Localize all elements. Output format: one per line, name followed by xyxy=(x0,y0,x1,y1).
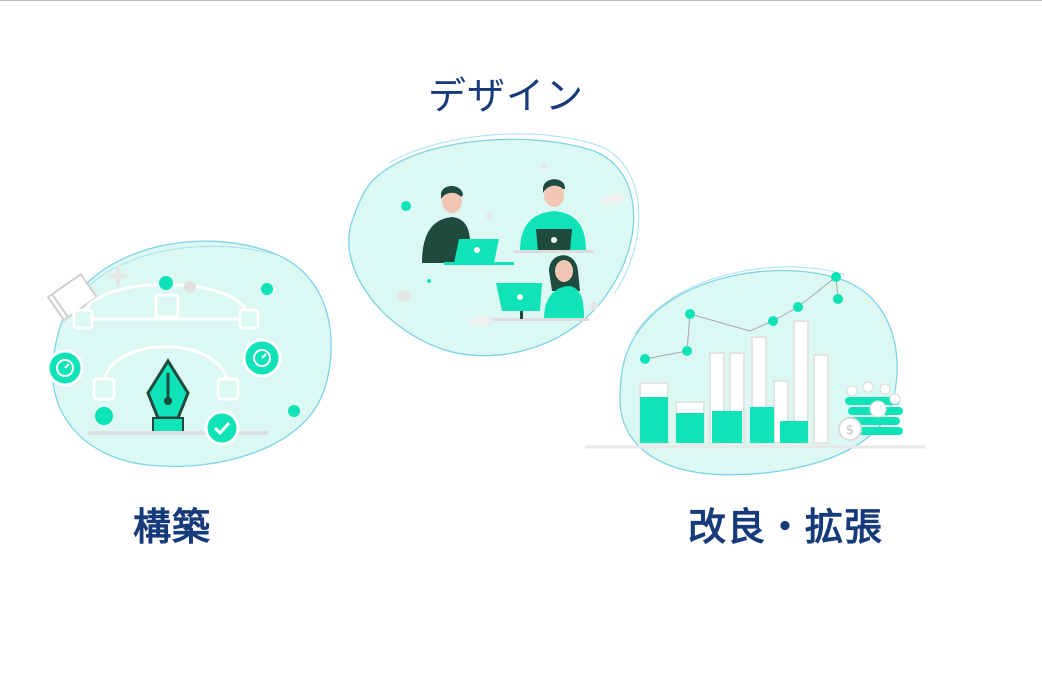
team-working-svg xyxy=(348,133,640,357)
improve-label: 改良・拡張 xyxy=(688,505,884,549)
person-woman xyxy=(544,255,584,319)
build-label: 構築 xyxy=(133,505,212,549)
pen-tool-icon xyxy=(38,233,338,473)
check-icon xyxy=(204,410,240,446)
green-bar xyxy=(640,397,668,443)
team-working-icon xyxy=(344,131,644,371)
green-bar xyxy=(750,407,774,443)
growth-chart-icon: $ xyxy=(580,259,930,484)
green-bar xyxy=(780,421,808,443)
trend-line xyxy=(644,276,839,360)
svg-text:$: $ xyxy=(846,423,854,438)
growth-chart-svg: $ xyxy=(585,266,925,476)
accent-dot xyxy=(401,201,411,211)
green-bar xyxy=(676,413,704,443)
coin-stack-icon: $ xyxy=(838,381,903,441)
pen-nib-icon xyxy=(146,358,190,433)
green-bar xyxy=(712,411,742,443)
design-label: デザイン xyxy=(428,74,585,118)
pen-tool-svg xyxy=(46,240,332,468)
gauge-icon-right xyxy=(242,338,282,378)
gauge-icon-left xyxy=(46,349,84,387)
